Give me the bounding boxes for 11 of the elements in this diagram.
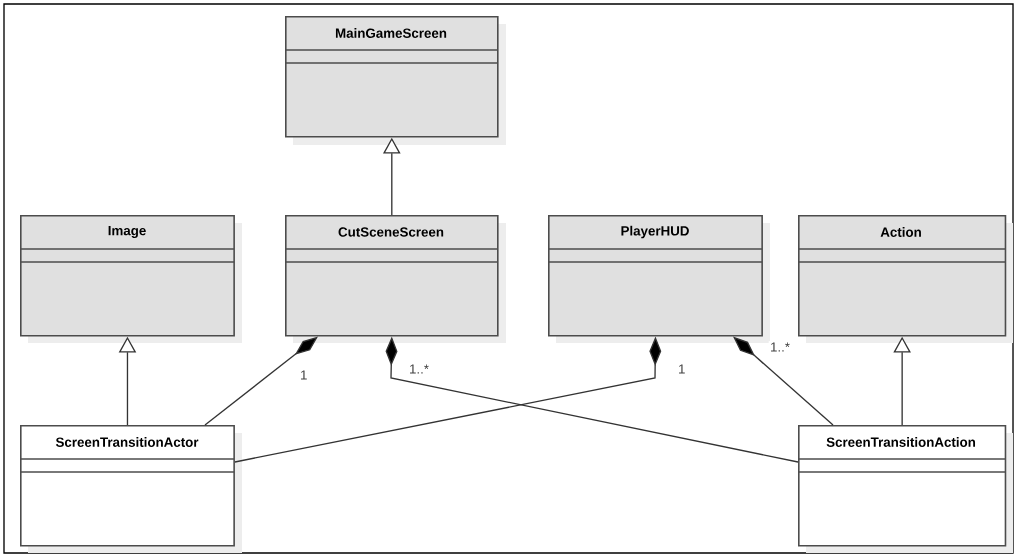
class-box: Image bbox=[19, 215, 242, 343]
multiplicity-label: 1 bbox=[298, 369, 309, 381]
multiplicity-label: 1 bbox=[676, 363, 687, 375]
class-box: MainGameScreen bbox=[284, 16, 506, 145]
multiplicity-label: 1..* bbox=[768, 341, 792, 353]
class-box: Action bbox=[797, 215, 1013, 343]
class-box: ScreenTransitionAction bbox=[797, 425, 1013, 553]
class-box: CutSceneScreen bbox=[284, 215, 506, 343]
class-box: ScreenTransitionActor bbox=[19, 425, 242, 553]
class-box: PlayerHUD bbox=[547, 215, 770, 343]
multiplicity-label: 1..* bbox=[407, 363, 431, 375]
